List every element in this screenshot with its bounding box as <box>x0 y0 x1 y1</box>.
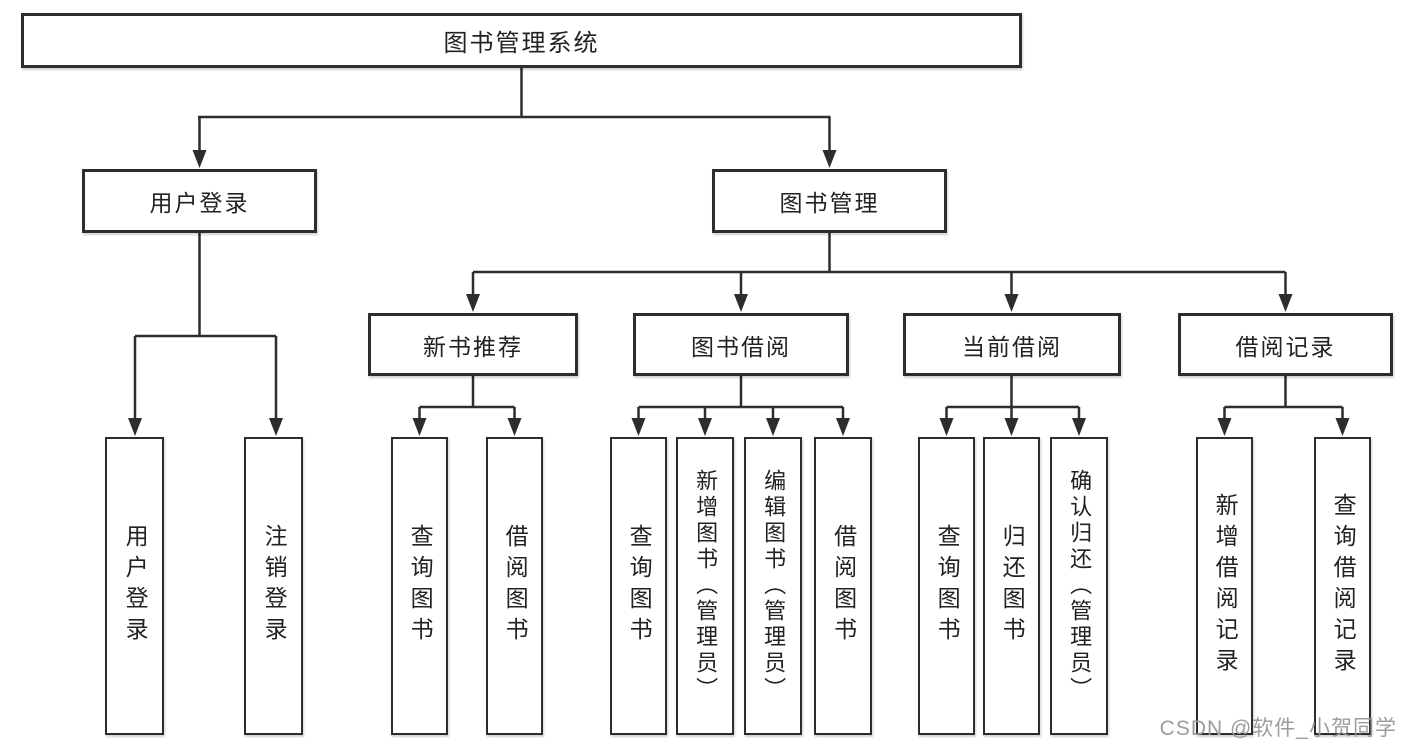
leaf-rec-borrow-books: 借阅图书 <box>486 437 543 735</box>
leaf-current-query-books-label: 查询图书 <box>934 524 961 648</box>
borrowing-records-node: 借阅记录 <box>1178 313 1393 376</box>
leaf-records-query-record: 查询借阅记录 <box>1314 437 1371 735</box>
root-node-label: 图书管理系统 <box>443 30 600 57</box>
new-book-recommendation-node: 新书推荐 <box>368 313 578 376</box>
leaf-records-add-record-label: 新增借阅记录 <box>1212 493 1239 679</box>
leaf-records-query-record-label: 查询借阅记录 <box>1330 493 1357 679</box>
leaf-borrow-query-books: 查询图书 <box>610 437 667 735</box>
user-login-node: 用户登录 <box>82 169 317 233</box>
book-management-node-label: 图书管理 <box>779 190 880 216</box>
leaf-user-login: 用户登录 <box>105 437 164 735</box>
leaf-borrow-query-books-label: 查询图书 <box>626 524 653 648</box>
leaf-logout-label: 注销登录 <box>261 524 288 648</box>
leaf-rec-borrow-books-label: 借阅图书 <box>502 524 529 648</box>
current-borrowing-label: 当前借阅 <box>962 333 1062 360</box>
book-borrowing-node: 图书借阅 <box>633 313 849 376</box>
leaf-rec-query-books-label: 查询图书 <box>407 524 434 648</box>
leaf-rec-query-books: 查询图书 <box>391 437 448 735</box>
leaf-current-return-books: 归还图书 <box>983 437 1040 735</box>
leaf-current-confirm-return-admin-label: 确认归还（管理员） <box>1067 469 1093 703</box>
user-login-node-label: 用户登录 <box>149 190 250 216</box>
borrowing-records-label: 借阅记录 <box>1235 333 1336 360</box>
leaf-borrow-add-books-admin-label: 新增图书（管理员） <box>693 469 719 703</box>
leaf-current-confirm-return-admin: 确认归还（管理员） <box>1050 437 1108 735</box>
leaf-borrow-edit-books-admin-label: 编辑图书（管理员） <box>761 469 787 703</box>
leaf-logout: 注销登录 <box>244 437 303 735</box>
current-borrowing-node: 当前借阅 <box>903 313 1121 376</box>
new-book-recommendation-label: 新书推荐 <box>423 333 523 360</box>
book-borrowing-label: 图书借阅 <box>691 333 791 360</box>
csdn-watermark: CSDN @软件_小贺同学 <box>1159 717 1397 740</box>
leaf-current-query-books: 查询图书 <box>918 437 975 735</box>
leaf-borrow-borrow-books-label: 借阅图书 <box>830 524 857 648</box>
leaf-borrow-add-books-admin: 新增图书（管理员） <box>676 437 734 735</box>
leaf-borrow-edit-books-admin: 编辑图书（管理员） <box>744 437 802 735</box>
leaf-records-add-record: 新增借阅记录 <box>1196 437 1253 735</box>
leaf-borrow-borrow-books: 借阅图书 <box>814 437 872 735</box>
leaf-user-login-label: 用户登录 <box>122 524 149 648</box>
leaf-current-return-books-label: 归还图书 <box>999 524 1026 648</box>
root-node-library-management-system: 图书管理系统 <box>21 13 1022 68</box>
book-management-node: 图书管理 <box>712 169 947 233</box>
